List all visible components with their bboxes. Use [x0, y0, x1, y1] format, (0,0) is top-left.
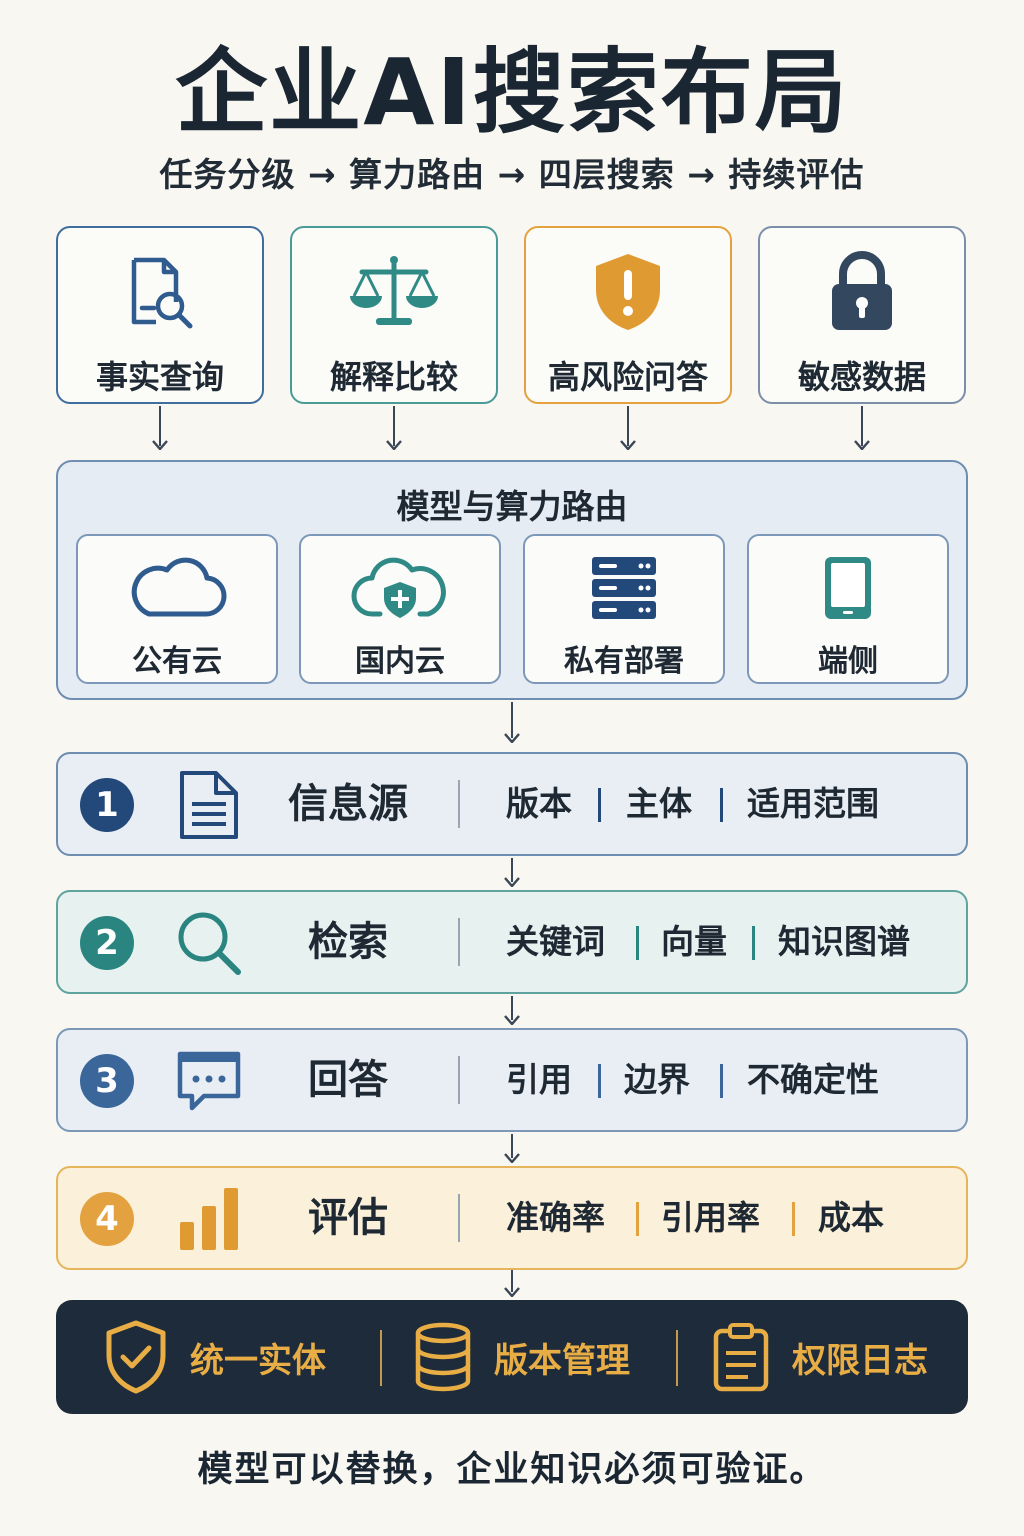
warning-shield-icon: [590, 250, 666, 334]
flow-arrow: [502, 1134, 522, 1164]
divider: [380, 1330, 382, 1386]
layer-item: 知识图谱: [778, 922, 910, 961]
foundation-item-permission-log[interactable]: 权限日志: [712, 1300, 928, 1414]
routing-option-label: 国内云: [355, 644, 445, 679]
bar-chart-icon: [180, 1188, 238, 1250]
shield-check-icon: [106, 1320, 166, 1394]
routing-option-public-cloud[interactable]: 公有云: [76, 534, 278, 684]
routing-option-label: 端侧: [818, 644, 878, 679]
routing-option-label: 私有部署: [564, 644, 684, 679]
layer-name: 信息源: [288, 781, 408, 827]
routing-option-domestic-cloud[interactable]: 国内云: [299, 534, 501, 684]
layer-item: 引用: [506, 1060, 572, 1099]
layer-name: 评估: [308, 1195, 388, 1241]
foundation-item-unified-entity[interactable]: 统一实体: [104, 1300, 326, 1414]
layer-item: 关键词: [506, 922, 605, 961]
foundation-label: 统一实体: [190, 1340, 326, 1381]
layer-3-answer[interactable]: 3 回答 引用 边界 不确定性: [56, 1028, 968, 1132]
layer-number-badge: 3: [80, 1054, 134, 1108]
routing-option-private-deploy[interactable]: 私有部署: [523, 534, 725, 684]
layer-item: 版本: [506, 784, 572, 823]
flow-arrow: [150, 406, 170, 452]
padlock-icon: [827, 250, 897, 334]
document-icon: [180, 771, 238, 839]
routing-panel: 模型与算力路由 公有云 国内云: [56, 460, 968, 700]
layer-number-badge: 1: [80, 778, 134, 832]
category-card-high-risk-qa[interactable]: 高风险问答: [524, 226, 732, 404]
device-icon: [821, 552, 875, 624]
layer-item: 成本: [818, 1198, 884, 1237]
layer-item: 适用范围: [747, 784, 879, 823]
category-label: 敏感数据: [797, 358, 926, 396]
item-divider: [720, 1064, 723, 1098]
layer-number-badge: 4: [80, 1192, 134, 1246]
flow-arrow: [502, 702, 522, 744]
layer-item: 向量: [661, 922, 727, 961]
layer-name: 检索: [308, 919, 388, 965]
category-label: 事实查询: [95, 358, 224, 396]
layer-4-evaluation[interactable]: 4 评估 准确率 引用率 成本: [56, 1166, 968, 1270]
layer-1-source[interactable]: 1 信息源 版本 主体 适用范围: [56, 752, 968, 856]
page-subtitle: 任务分级 → 算力路由 → 四层搜索 → 持续评估: [159, 155, 865, 194]
flow-arrow: [852, 406, 872, 452]
routing-option-label: 公有云: [132, 644, 222, 679]
routing-title: 模型与算力路由: [396, 487, 628, 526]
flow-arrow: [502, 858, 522, 888]
category-card-sensitive-data[interactable]: 敏感数据: [758, 226, 966, 404]
item-divider: [792, 1202, 795, 1236]
search-icon: [178, 912, 241, 975]
server-icon: [589, 552, 659, 624]
foundation-bar: 统一实体 版本管理 权限日志: [56, 1300, 968, 1414]
category-label: 高风险问答: [547, 358, 708, 396]
category-card-fact-query[interactable]: 事实查询: [56, 226, 264, 404]
database-icon: [415, 1322, 471, 1392]
flow-arrow: [618, 406, 638, 452]
item-divider: [636, 926, 639, 960]
flow-arrow: [384, 406, 404, 452]
layer-item: 准确率: [506, 1198, 605, 1237]
category-label: 解释比较: [329, 358, 458, 396]
foundation-label: 权限日志: [792, 1340, 928, 1381]
divider: [458, 780, 460, 828]
routing-option-edge-device[interactable]: 端侧: [747, 534, 949, 684]
document-search-icon: [120, 250, 200, 334]
divider: [458, 1056, 460, 1104]
layer-name: 回答: [308, 1057, 388, 1103]
layer-2-retrieval[interactable]: 2 检索 关键词 向量 知识图谱: [56, 890, 968, 994]
divider: [676, 1330, 678, 1386]
cloud-icon: [127, 552, 227, 624]
divider: [458, 1194, 460, 1242]
tagline: 模型可以替换，企业知识必须可验证。: [197, 1450, 827, 1490]
category-card-explain-compare[interactable]: 解释比较: [290, 226, 498, 404]
flow-arrow: [502, 996, 522, 1026]
item-divider: [598, 788, 601, 822]
foundation-label: 版本管理: [494, 1340, 630, 1381]
layer-item: 不确定性: [747, 1060, 879, 1099]
clipboard-icon: [713, 1323, 769, 1392]
item-divider: [752, 926, 755, 960]
flow-arrow: [502, 1270, 522, 1298]
item-divider: [720, 788, 723, 822]
foundation-item-version-management[interactable]: 版本管理: [414, 1300, 630, 1414]
layer-number-badge: 2: [80, 916, 134, 970]
layer-item: 主体: [626, 784, 692, 823]
shield-cloud-icon: [350, 552, 450, 624]
page-title: 企业AI搜索布局: [175, 39, 849, 146]
layer-item: 边界: [624, 1060, 690, 1099]
scale-icon: [346, 250, 442, 334]
layer-item: 引用率: [661, 1198, 760, 1237]
item-divider: [598, 1064, 601, 1098]
chat-bubble-icon: [177, 1051, 241, 1111]
item-divider: [636, 1202, 639, 1236]
divider: [458, 918, 460, 966]
